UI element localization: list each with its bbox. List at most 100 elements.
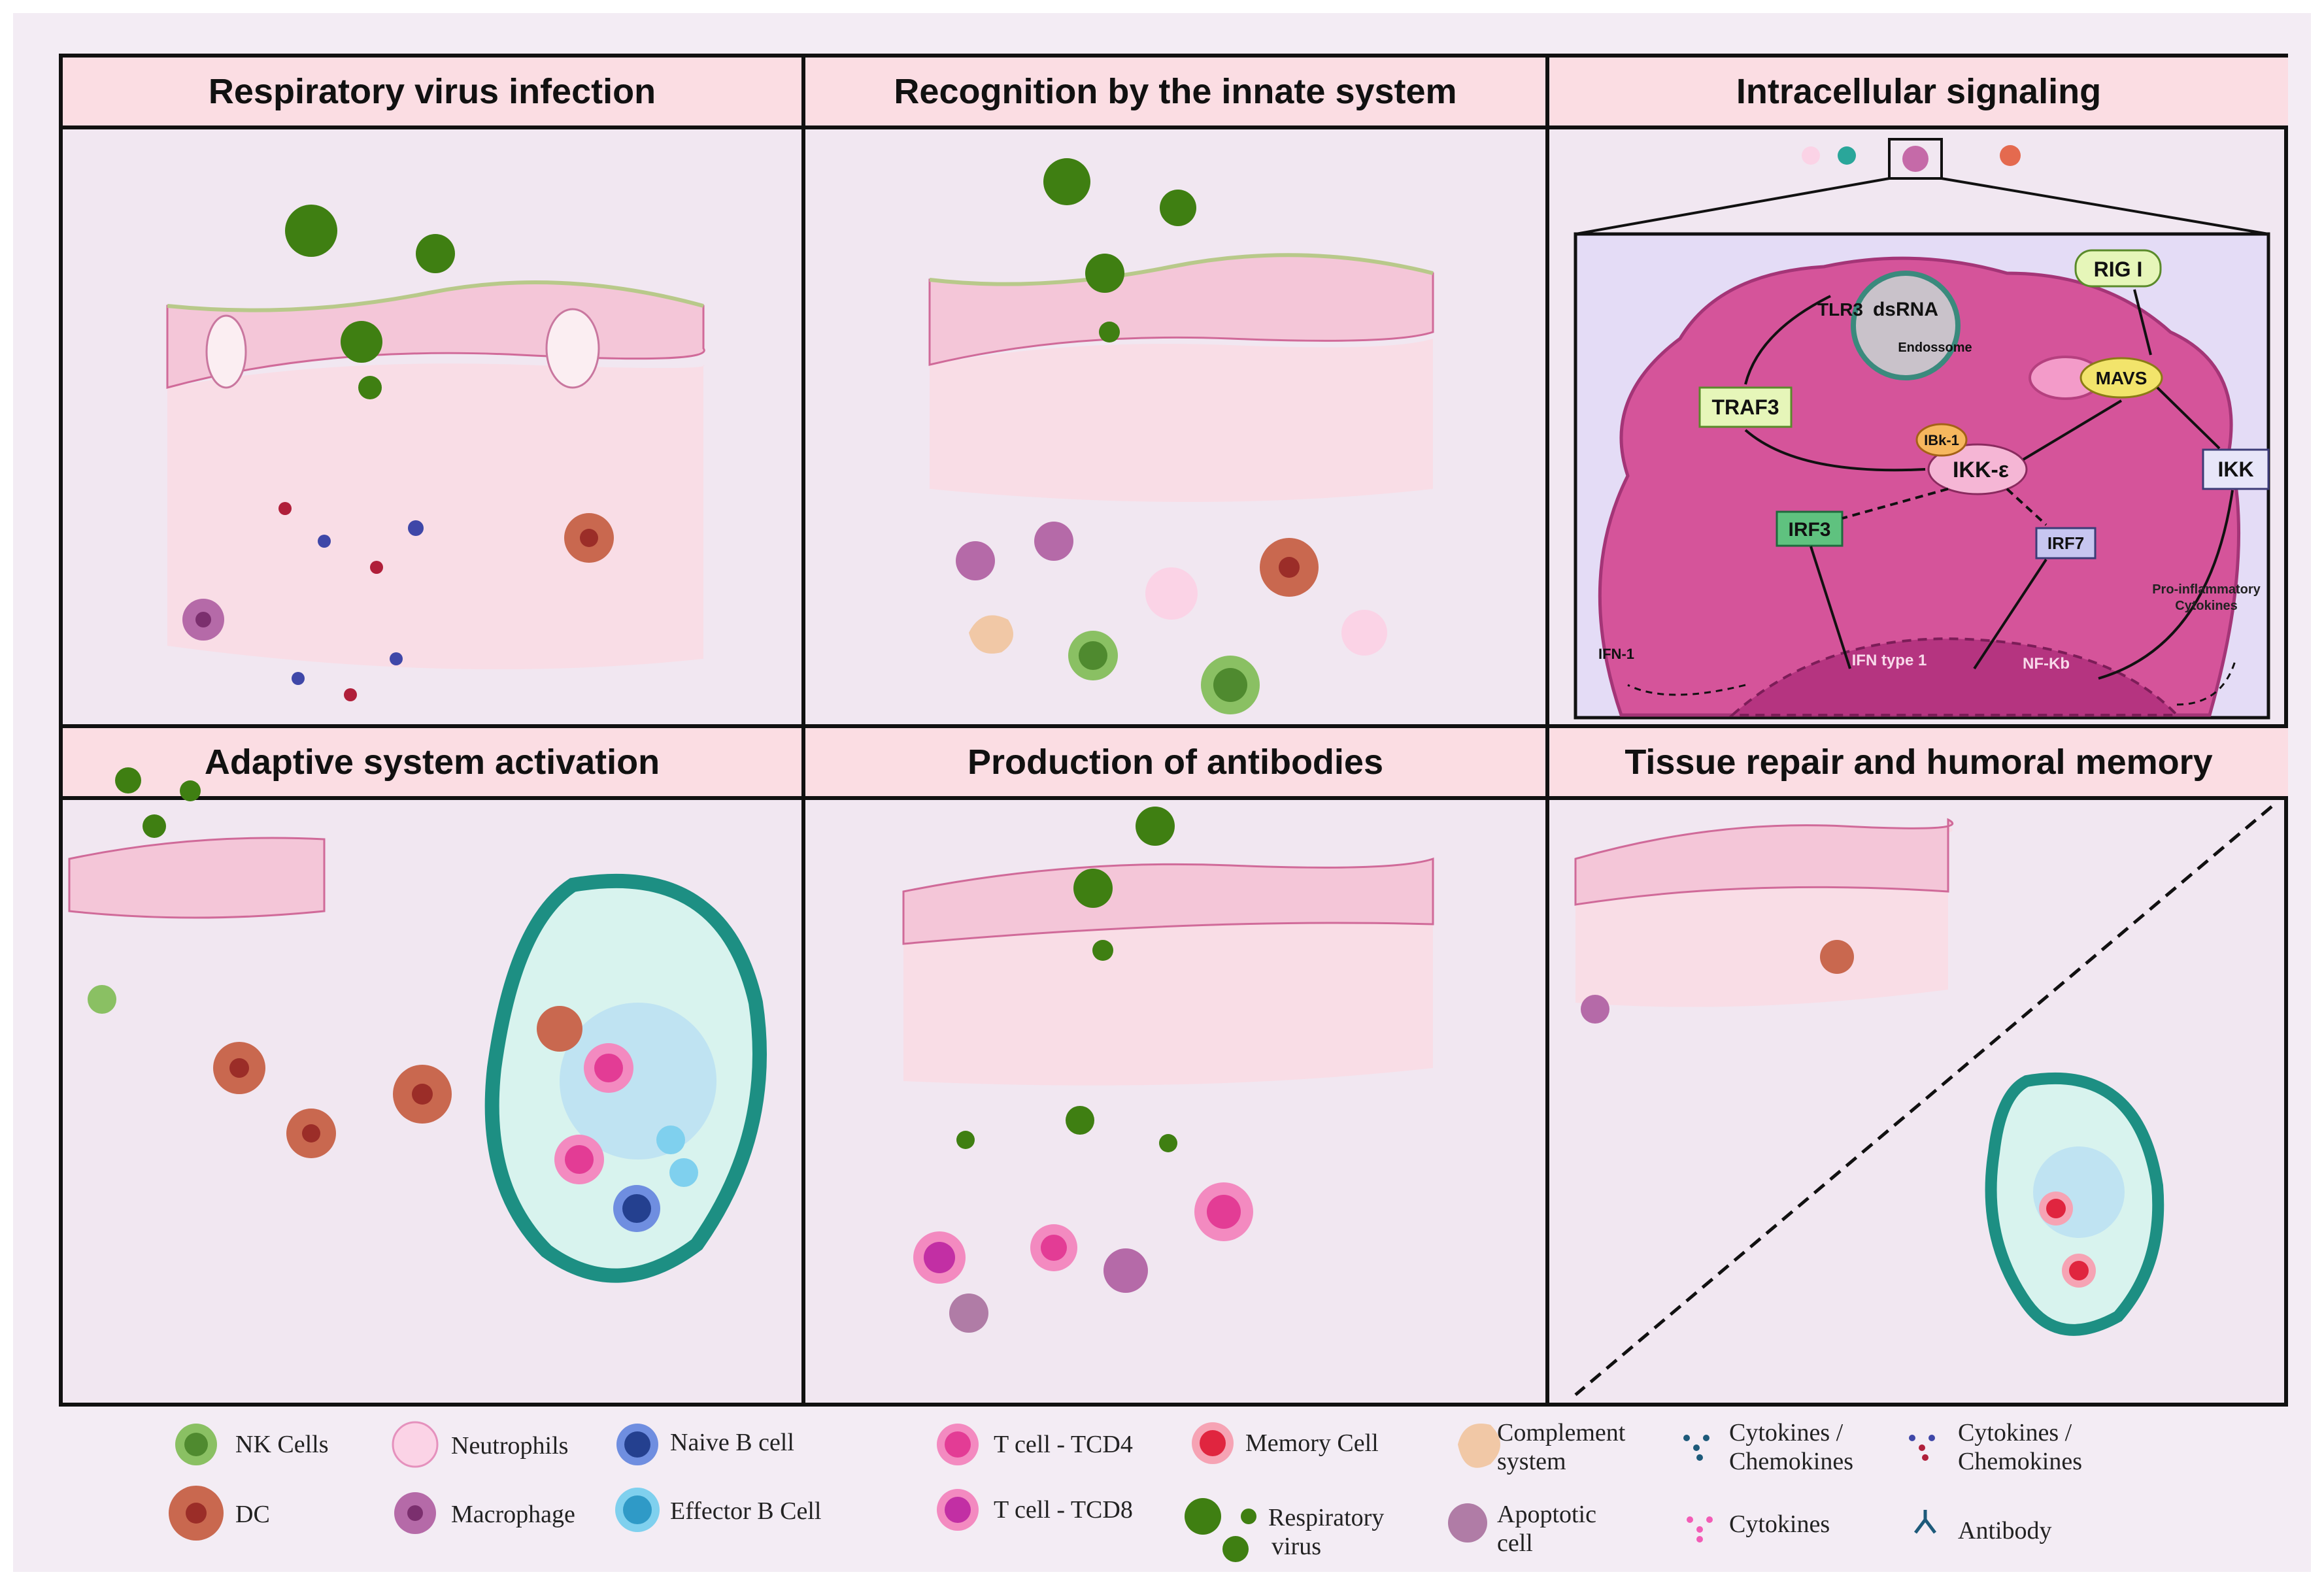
mavs-label: MAVS: [2096, 368, 2147, 388]
dc-cell: [286, 1109, 336, 1158]
ibk-label: IBk-1: [1924, 432, 1959, 448]
legend-complement: Complement system: [1497, 1419, 1626, 1475]
legend-cytokines-chemokines-2: Cytokines / Chemokines: [1958, 1419, 2082, 1475]
arrow-traf3-ikke: [1744, 429, 1926, 472]
macrophage-icon: [394, 1492, 436, 1534]
arrow-ikk-nfkb: [2098, 490, 2234, 680]
cytokines-icon: [1687, 1516, 1713, 1543]
ikk-label: IKK: [2217, 458, 2253, 481]
goblet-cell: [205, 314, 247, 389]
dc-cell: [537, 1006, 582, 1052]
virus-particle: [1085, 254, 1124, 293]
irf3-label: IRF3: [1788, 519, 1830, 541]
nfkb-label: NF-Kb: [2023, 655, 2070, 673]
epithelium: [68, 837, 326, 919]
virus-particle: [1092, 940, 1113, 961]
virus-particle: [1066, 1106, 1094, 1135]
tcd4-cell: [584, 1043, 633, 1093]
naive-b-cell: [613, 1185, 660, 1232]
ibk-node-bg: [1915, 423, 1968, 457]
macrophage: [182, 599, 224, 641]
ifn-type1-label: IFN type 1: [1852, 652, 1927, 669]
epithelium: [1574, 818, 1953, 906]
macrophage: [1034, 522, 1073, 561]
virus-particle: [180, 780, 201, 801]
panel-title: Production of antibodies: [805, 728, 1545, 800]
virus-particle: [1136, 807, 1175, 846]
dc-cell: [1820, 940, 1854, 974]
apoptotic-cell-icon: [1448, 1503, 1487, 1543]
arrow-mavs-ikke: [2022, 399, 2123, 461]
dc-thumb: [2000, 145, 2021, 166]
ikk-node-bg: [2202, 448, 2270, 490]
divider-diagonal: [1574, 805, 2273, 1396]
legend-respiratory-virus: Respiratory virus: [1268, 1504, 1385, 1560]
cytokine-dot: [318, 535, 331, 548]
germinal-center: [2033, 1146, 2125, 1238]
repair-illustration: [1574, 805, 2273, 1396]
divider-h: [63, 724, 2284, 728]
virus-particle: [1073, 869, 1113, 908]
panel-title: Respiratory virus infection: [63, 58, 801, 129]
panel-title: Adaptive system activation: [63, 728, 801, 800]
effector-b-cell-icon: [615, 1488, 660, 1532]
arrow-rig-mavs: [2133, 289, 2152, 356]
chemokine-dot: [344, 688, 357, 701]
panel-title: Tissue repair and humoral memory: [1549, 728, 2288, 800]
ikke-node-bg: [1927, 443, 2028, 495]
virus-particle: [358, 376, 382, 399]
dsrna-label: dsRNA: [1873, 299, 1938, 320]
panel-intracellular-signaling: Intracellular signaling: [1549, 58, 2288, 724]
tcd4-cell: [1030, 1224, 1077, 1271]
panel-tissue-repair: Tissue repair and humoral memory: [1549, 728, 2288, 1407]
antibody-illustration: [902, 807, 1434, 1333]
legend-apoptotic: Apoptotic cell: [1497, 1501, 1596, 1557]
arrow-irf7-ifn: [1973, 558, 2047, 670]
tlr3-label: TLR3: [1817, 299, 1863, 320]
legend-naive-b: Naive B cell: [670, 1429, 794, 1456]
arrow-proinf-out: [2176, 658, 2237, 706]
legend-tcd4: T cell - TCD4: [994, 1431, 1133, 1458]
memory-cell: [2062, 1254, 2096, 1288]
apoptotic-cell: [949, 1293, 988, 1333]
rig-node-bg: [2074, 249, 2162, 288]
traf3-label: TRAF3: [1711, 395, 1779, 419]
ifn1-label: IFN-1: [1598, 646, 1634, 662]
virus-particle: [285, 205, 337, 257]
macrophage: [1581, 995, 1609, 1024]
virus-particle: [143, 814, 166, 838]
arrow-ifn1-out: [1627, 684, 1746, 696]
chemokine-dot: [370, 561, 383, 574]
legend-effector-b: Effector B Cell: [670, 1497, 822, 1525]
virus-particle: [956, 1131, 975, 1149]
ikke-label: IKK-ε: [1953, 458, 2009, 482]
macrophage: [956, 541, 995, 580]
virus-particle: [1099, 322, 1120, 342]
nucleus: [1728, 637, 2180, 716]
effector-b-cell: [669, 1158, 698, 1187]
connective-tissue: [167, 363, 705, 669]
cilia-layer: [167, 280, 704, 312]
panel-title: Intracellular signaling: [1549, 58, 2288, 129]
cytokine-dot: [292, 672, 305, 685]
arrow-ikke-irf7: [2006, 488, 2047, 526]
proinflammatory-label: Pro-inflammatory: [2152, 582, 2261, 597]
effector-b-cell: [656, 1126, 685, 1154]
chemokine-dot: [278, 502, 292, 515]
respiratory-virus-icon: [1185, 1498, 1256, 1562]
legend-nk: NK Cells: [235, 1431, 329, 1458]
macrophage-thumb: [1902, 146, 1928, 172]
dc-cell: [393, 1065, 452, 1124]
arrow-tlr3-traf3: [1744, 295, 1831, 385]
legend-dc: DC: [235, 1501, 270, 1528]
legend-cytokines: Cytokines: [1729, 1510, 1830, 1538]
cytokines-chemokines-icon: [1683, 1435, 1709, 1461]
nk-cell: [1201, 656, 1260, 714]
irf7-label: IRF7: [2047, 533, 2084, 553]
nk-cell: [88, 985, 116, 1014]
cilia-layer: [929, 253, 1434, 286]
virus-particle: [416, 234, 455, 273]
complement-system-icon: [1458, 1424, 1500, 1468]
divider-v2: [1545, 58, 1549, 1403]
virus-particle: [1159, 1134, 1177, 1152]
